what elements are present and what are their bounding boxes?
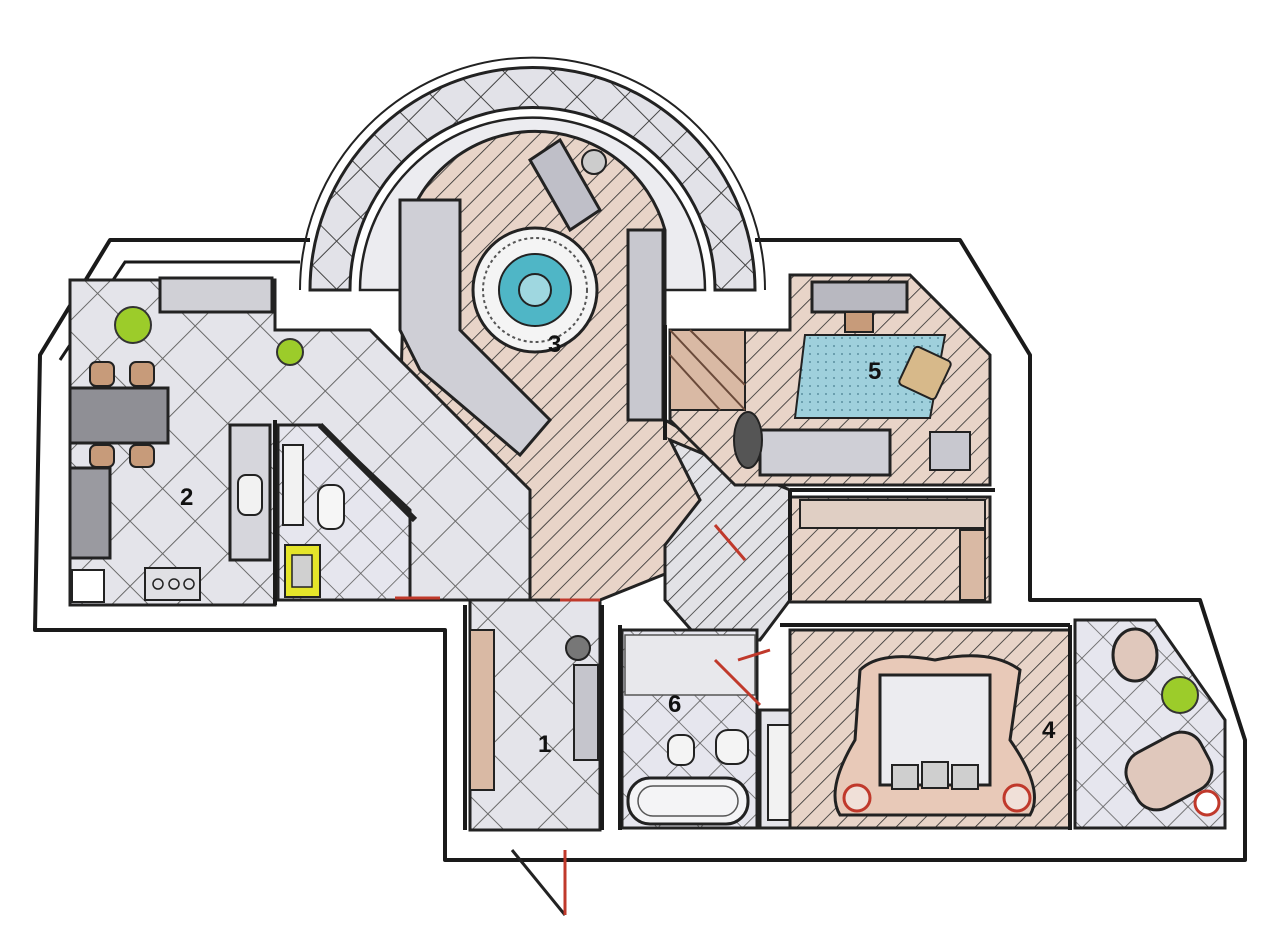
nightstand xyxy=(842,783,872,813)
room-number-5: 5 xyxy=(868,358,881,385)
plant-icon xyxy=(114,306,152,344)
room-number-2: 2 xyxy=(180,484,193,511)
upper-cabinets xyxy=(158,276,274,314)
desk xyxy=(810,280,909,314)
bedroom: 4 xyxy=(788,628,1072,830)
sink xyxy=(715,729,749,765)
study: 5 xyxy=(668,273,992,487)
bathtub xyxy=(626,776,750,826)
stove xyxy=(144,567,201,601)
room-number-3: 3 xyxy=(548,331,561,358)
room-number-1: 1 xyxy=(538,731,551,758)
curved-sofa xyxy=(398,198,553,458)
sofa xyxy=(758,428,892,477)
armchair xyxy=(528,137,602,233)
room-number-6: 6 xyxy=(668,691,681,718)
sideboard xyxy=(626,228,665,422)
bedroom-bay xyxy=(1073,618,1227,830)
bathroom: 6 xyxy=(620,628,762,830)
toilet xyxy=(667,734,695,766)
nightstand xyxy=(1002,783,1032,813)
door-marks xyxy=(395,596,771,662)
guest-wc xyxy=(276,422,418,602)
inner-walls xyxy=(273,325,1072,830)
study-rug xyxy=(793,334,947,419)
wardrobe xyxy=(573,664,599,761)
plant-icon xyxy=(276,338,304,366)
armchair xyxy=(1111,627,1159,683)
plant-icon xyxy=(1161,676,1199,714)
chaise xyxy=(1124,730,1214,812)
entrance-door xyxy=(510,849,567,916)
lounge-chair xyxy=(898,345,952,401)
room-number-4: 4 xyxy=(1042,717,1056,744)
dining-table xyxy=(68,386,170,445)
hall: 1 xyxy=(468,598,602,916)
dressing-room xyxy=(788,495,992,604)
